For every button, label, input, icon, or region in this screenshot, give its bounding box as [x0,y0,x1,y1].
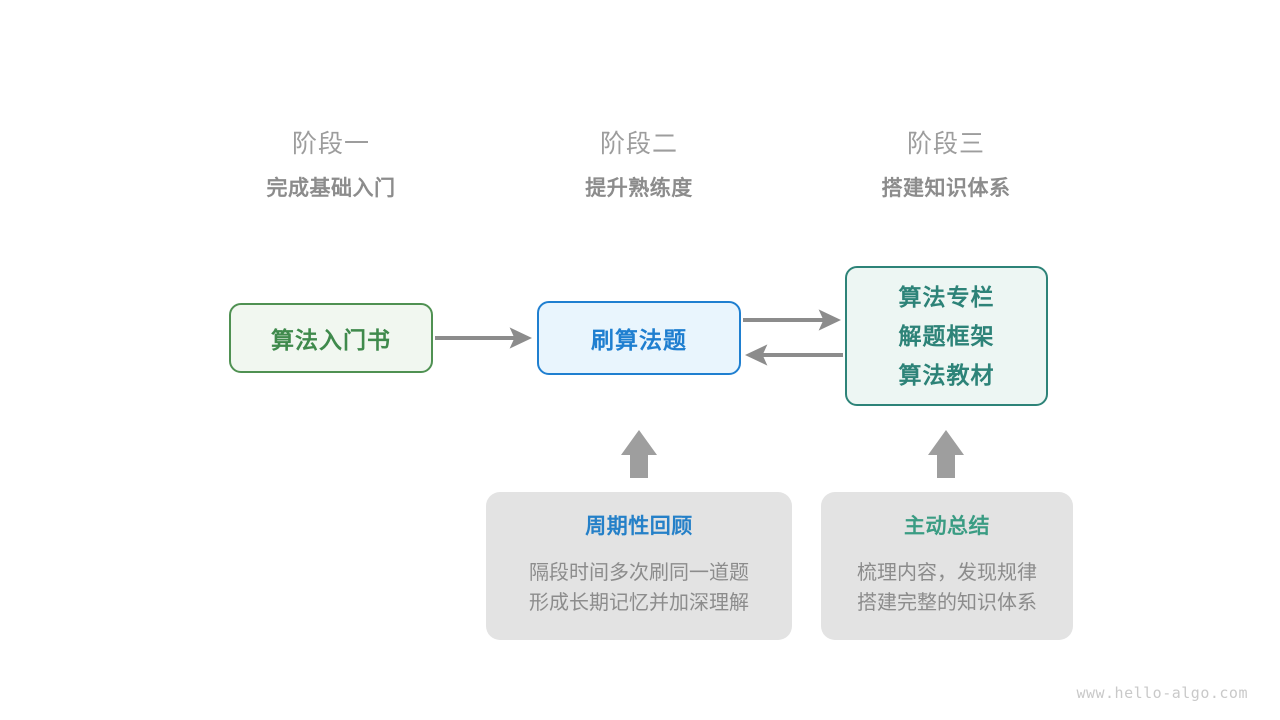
watermark-url: www.hello-algo.com [1076,684,1248,702]
stage-label-3: 阶段三 [906,130,985,158]
stage-subtitle-1: 完成基础入门 [266,177,396,200]
note-card-active-summary[interactable]: 主动总结 梳理内容，发现规律 搭建完整的知识体系 [821,492,1073,640]
note-card-active-summary-title: 主动总结 [904,515,990,538]
flow-box-resources-line-1: 算法专栏 [898,284,995,310]
flow-box-resources-line-2: 解题框架 [898,323,995,349]
note-card-periodic-review-title: 周期性回顾 [585,515,693,538]
flow-box-intro-book-label: 算法入门书 [271,327,391,353]
stage-subtitle-3: 搭建知识体系 [881,177,1011,200]
flow-box-resources[interactable]: 算法专栏 解题框架 算法教材 [845,266,1048,406]
stage-header-2: 阶段二 提升熟练度 [509,128,769,204]
stage-subtitle-2: 提升熟练度 [585,177,693,200]
stage-header-3: 阶段三 搭建知识体系 [816,128,1076,204]
note-body-line: 搭建完整的知识体系 [857,592,1037,614]
note-card-periodic-review-body: 隔段时间多次刷同一道题 形成长期记忆并加深理解 [529,558,749,618]
stage-header-1: 阶段一 完成基础入门 [201,128,461,204]
arrow-up-review [621,430,657,478]
stage-label-1: 阶段一 [291,130,370,158]
note-body-line: 梳理内容，发现规律 [857,562,1037,584]
flow-box-intro-book[interactable]: 算法入门书 [229,303,433,373]
flow-box-practice-problems[interactable]: 刷算法题 [537,301,741,375]
flow-box-practice-problems-label: 刷算法题 [591,327,687,353]
note-card-periodic-review[interactable]: 周期性回顾 隔段时间多次刷同一道题 形成长期记忆并加深理解 [486,492,792,640]
note-body-line: 形成长期记忆并加深理解 [529,592,749,614]
note-body-line: 隔段时间多次刷同一道题 [529,562,749,584]
flow-box-resources-line-3: 算法教材 [898,362,995,388]
stage-label-2: 阶段二 [599,130,678,158]
arrow-up-summary [928,430,964,478]
note-card-active-summary-body: 梳理内容，发现规律 搭建完整的知识体系 [857,558,1037,618]
